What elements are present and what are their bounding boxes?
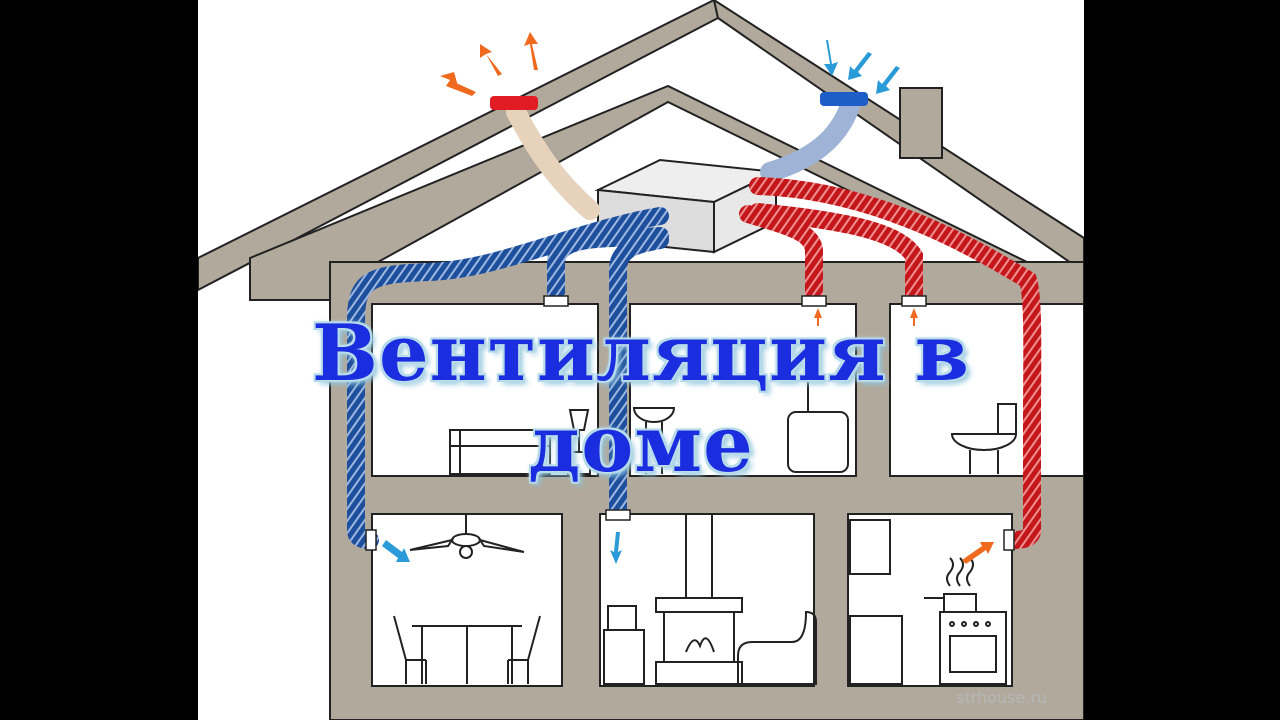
exhaust-outlet-duct (506, 102, 600, 220)
kitchen (847, 513, 1013, 687)
tv-icon (603, 605, 645, 685)
chimney (899, 87, 943, 159)
living-room (599, 513, 815, 687)
house-ventilation-diagram: Вентиляция в доме strhouse.ru (198, 0, 1084, 720)
cool-air-arrows (382, 40, 900, 564)
letterbox-left (0, 0, 198, 720)
fresh-air-inlet-duct (760, 96, 860, 182)
warm-air-arrows (440, 32, 994, 564)
kitchen-counter (849, 519, 903, 685)
bedroom (371, 303, 599, 477)
fan-icon (409, 514, 525, 559)
room-vents (365, 295, 1015, 551)
lamp-icon (567, 409, 591, 475)
table-icon (412, 625, 522, 684)
sink-icon (632, 407, 676, 474)
toilet-room (889, 303, 1084, 477)
roof (198, 0, 1084, 301)
supply-ducts (347, 207, 669, 549)
toilet-icon (950, 403, 1018, 474)
house-walls (329, 261, 1084, 720)
chair-icon (393, 615, 541, 684)
fireplace-icon (655, 513, 743, 685)
letterbox-right (1084, 0, 1280, 720)
intake-cap (820, 92, 868, 106)
exhaust-ducts (739, 177, 1042, 549)
bathroom (629, 303, 857, 477)
bathtub-icon (787, 340, 849, 473)
exhaust-cap (490, 96, 538, 110)
house-illustration (198, 0, 1084, 720)
armchair-icon (737, 610, 817, 685)
pot-icon (924, 557, 977, 613)
bed-icon (449, 429, 551, 475)
